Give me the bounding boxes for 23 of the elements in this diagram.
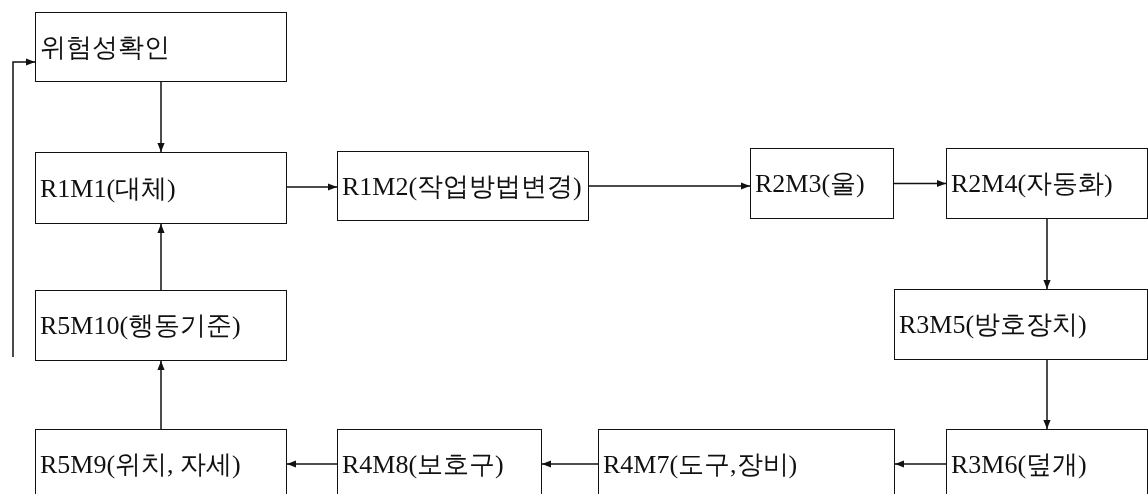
arrow	[157, 81, 165, 153]
process-box: 위험성확인	[35, 12, 287, 82]
process-box: R3M6(덮개)	[946, 429, 1148, 494]
arrow	[157, 360, 165, 430]
arrow	[12, 58, 36, 358]
arrow	[893, 179, 947, 188]
arrow	[1043, 359, 1051, 430]
arrow	[286, 183, 338, 191]
arrow	[541, 460, 599, 468]
process-box: R1M1(대체)	[35, 152, 287, 224]
arrow	[894, 460, 947, 468]
process-box: R5M9(위치, 자세)	[35, 429, 287, 494]
arrow	[1043, 218, 1051, 290]
process-box: R1M2(작업방법변경)	[337, 151, 589, 221]
process-box: R4M7(도구,장비)	[598, 429, 895, 494]
arrow	[286, 460, 338, 468]
process-box: R3M5(방호장치)	[894, 289, 1148, 360]
process-box: R4M8(보호구)	[337, 429, 542, 494]
arrow	[157, 223, 165, 291]
process-box: R2M3(울)	[750, 148, 894, 219]
process-box: R5M10(행동기준)	[35, 290, 287, 361]
process-box: R2M4(자동화)	[946, 148, 1148, 219]
arrow	[588, 182, 751, 190]
